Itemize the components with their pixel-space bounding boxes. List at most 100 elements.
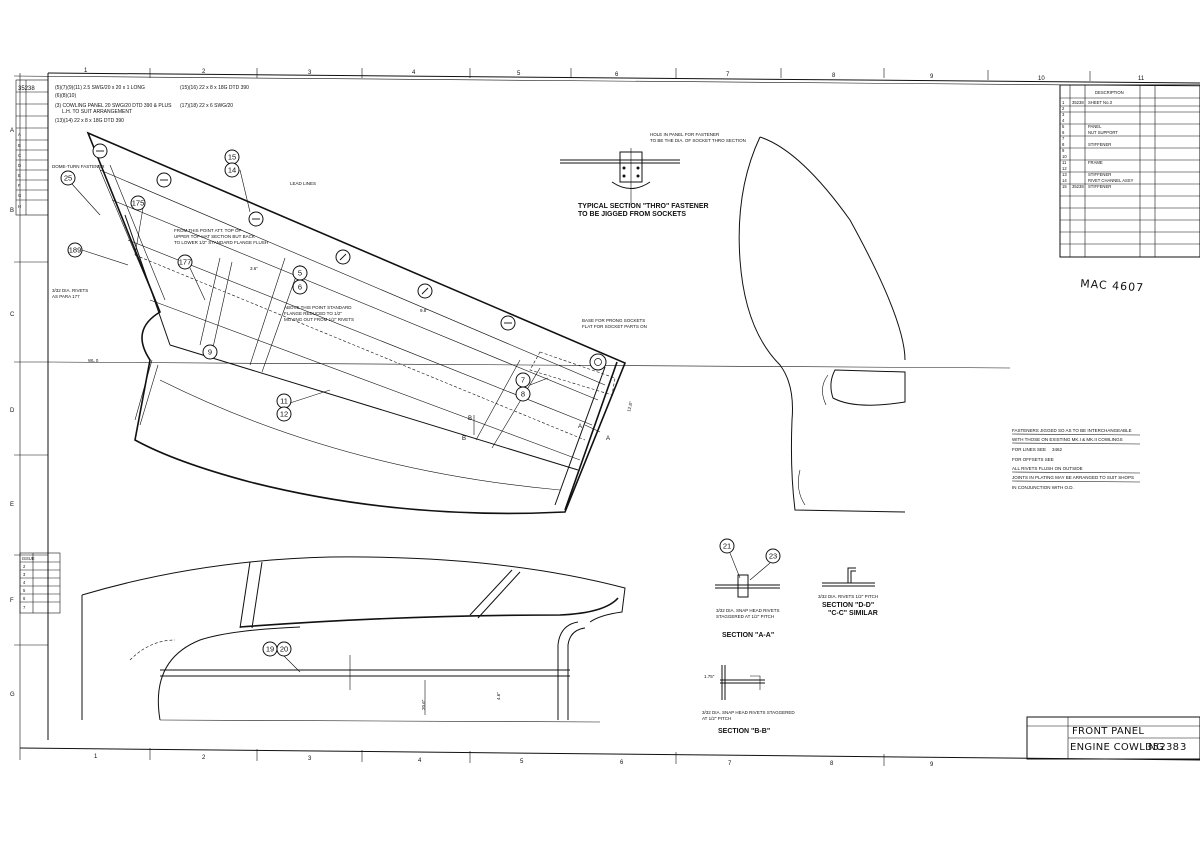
balloon-15: 15 [224,149,240,165]
grid-col-8: 8 [832,73,836,79]
section-b-b-title: SECTION "B-B" [718,728,770,735]
parts-row-no-13: 14 [1062,178,1067,183]
svg-text:175: 175 [132,199,145,208]
general-note-2: FOR LINES SEE [1012,447,1046,452]
note-lead: LEAD LINES [290,181,316,186]
parts-row-no-5: 6 [1062,130,1065,135]
fastener-hole-icon [589,353,607,371]
balloon-21: 21 [719,538,735,554]
part-balloons: 25 175 189 177 15 14 5 6 9 11 12 7 8 [60,149,549,422]
header-note-1: (6)(8)(10) [55,93,76,99]
section-d-d-sub: "C-C" SIMILAR [828,610,878,617]
parts-row-desc-5: NUT SUPPORT [1088,130,1118,135]
general-note-6: IN CONJUNCTION WITH O.D. [1012,485,1074,490]
balloon-6: 6 [292,279,308,295]
note-from-front-3: TO LOWER 1/2" STANDARD FLANGE FLUSH [174,240,268,245]
left-row-5: F [18,183,21,188]
header-note-2: (3) COWLING PANEL 20 SWG/20 DTD 390 & PL… [55,103,172,109]
parts-row-no-1: 2 [1062,106,1065,111]
note-above-point-3: MOVING OUT FROM 1/2" RIVETS [284,317,354,322]
parts-row-desc-12: STIFFENER [1088,172,1111,177]
grid-bottom-col-3: 3 [308,756,312,762]
balloon-11: 11 [276,393,292,409]
balloon-8: 8 [515,386,531,402]
fastener-hole-icon [417,283,433,299]
header-note-4: (13)(14) 22 x 8 x 18G DTD 390 [55,118,124,124]
parts-row-desc-13: RIVET CHANNEL ASSY [1088,178,1134,183]
section-d-d-title: SECTION "D-D" [822,602,874,609]
parts-row-no-10: 11 [1062,160,1067,165]
note-from-front: FROM THIS POINT ATT. TOP OF [174,228,242,233]
balloon-175: 175 [130,195,146,211]
balloon-177: 177 [177,254,193,270]
svg-text:23: 23 [769,552,777,561]
svg-text:5: 5 [298,269,302,278]
note-hole: HOLE IN PANEL FOR FASTENER [650,132,720,137]
marker-b-top: B [468,416,472,422]
fastener-holes [92,143,607,371]
grid-col-10: 10 [1038,76,1045,82]
parts-row-no-9: 10 [1062,154,1067,159]
revision-row-4: 6 [23,596,26,601]
margin-label: WL 0 [88,358,99,363]
parts-row-desc-0: SHEET No.3 [1088,100,1113,105]
fastener-hole-icon [335,249,351,265]
typical-section-sub: TO BE JIGGED FROM SOCKETS [578,211,686,218]
general-notes: FASTENERS JIGGED SO AS TO BE INTERCHANGE… [1011,428,1141,490]
header-note-5: (15)(16) 22 x 8 x 18G DTD 390 [180,85,249,91]
typical-section: TYPICAL SECTION "THRO" FASTENER TO BE JI… [560,132,746,218]
parts-row-no-0: 1 [1062,100,1065,105]
grid-row-b: B [10,208,14,214]
parts-row-no-11: 12 [1062,166,1067,171]
parts-row-no-14: 15 [1062,184,1067,189]
section-a-a-title: SECTION "A-A" [722,632,774,639]
revision-row-0: 2 [23,564,26,569]
left-row-0: A [18,132,21,137]
svg-text:19: 19 [266,645,274,654]
grid-bottom-col-2: 2 [202,755,206,761]
section-b-b: 1.75" 3/32 DIA. SNAP HEAD RIVETS STAGGER… [702,665,795,735]
svg-text:177: 177 [179,258,192,267]
grid-col-11: 11 [1138,76,1145,82]
svg-text:14: 14 [228,166,236,175]
front-panel-view [86,131,627,515]
parts-row-no-8: 9 [1062,148,1065,153]
grid-row-a: A [10,128,14,134]
parts-row-no-12: 13 [1062,172,1067,177]
balloon-25: 25 [60,170,76,186]
parts-list-table: DESCRIPTION 1 35238 SHEET No.3 2 3 4 5 P… [1059,84,1200,258]
balloon-20: 20 [276,641,292,657]
left-row-7: H [18,204,21,209]
grid-bottom-col-7: 7 [728,761,732,767]
svg-text:25: 25 [64,174,72,183]
dim-d5: 4.6" [496,692,501,700]
svg-text:21: 21 [723,542,731,551]
side-profile-view [738,136,906,513]
svg-text:15: 15 [228,153,236,162]
note-rivets-left-2: AS PARA 177 [52,294,80,299]
note-base-2: FLAT FOR SOCKET PARTS ON [582,324,647,329]
grid-col-6: 6 [615,72,619,78]
note-rivet-aa: 3/32 DIA. SNAP HEAD RIVETS [716,608,779,613]
dim-d2: 3.6" [250,266,258,271]
grid-row-c: C [10,312,15,318]
grid-row-d: D [10,408,15,414]
title-front-panel: FRONT PANEL [1072,726,1144,737]
balloon-14: 14 [224,162,240,178]
note-above-point-2: FLANGE REDUCED TO 1/2" [284,311,342,316]
note-rivet-bb: 3/32 DIA. SNAP HEAD RIVETS STAGGERED [702,710,795,715]
section-d-d: 3/32 DIA. RIVETS 1/2" PITCH SECTION "D-D… [818,567,878,617]
parts-row-no-7: 8 [1062,142,1065,147]
left-strip-table: 35238 A B C D E F G H [15,79,49,216]
general-note-ref: 3462 [1052,447,1063,452]
header-note-0: (5)(7)(9)(11) 2.5 SWG/20 x 20 x 1 LONG [55,85,145,91]
balloon-189: 189 [67,242,83,258]
parts-row-ref-0: 35238 [1072,100,1084,105]
general-note-5: JOINTS IN PLATING MAY BE ARRANGED TO SUI… [1012,475,1134,480]
left-row-6: G [18,193,21,198]
grid-col-5: 5 [517,71,521,77]
svg-text:8: 8 [521,390,525,399]
balloon-19: 19 [262,641,278,657]
grid-top-labels: 1 2 3 4 5 6 7 8 9 10 11 [84,68,1145,82]
main-annotations: FROM THIS POINT ATT. TOP OF UPPER TOP-HA… [52,164,647,412]
